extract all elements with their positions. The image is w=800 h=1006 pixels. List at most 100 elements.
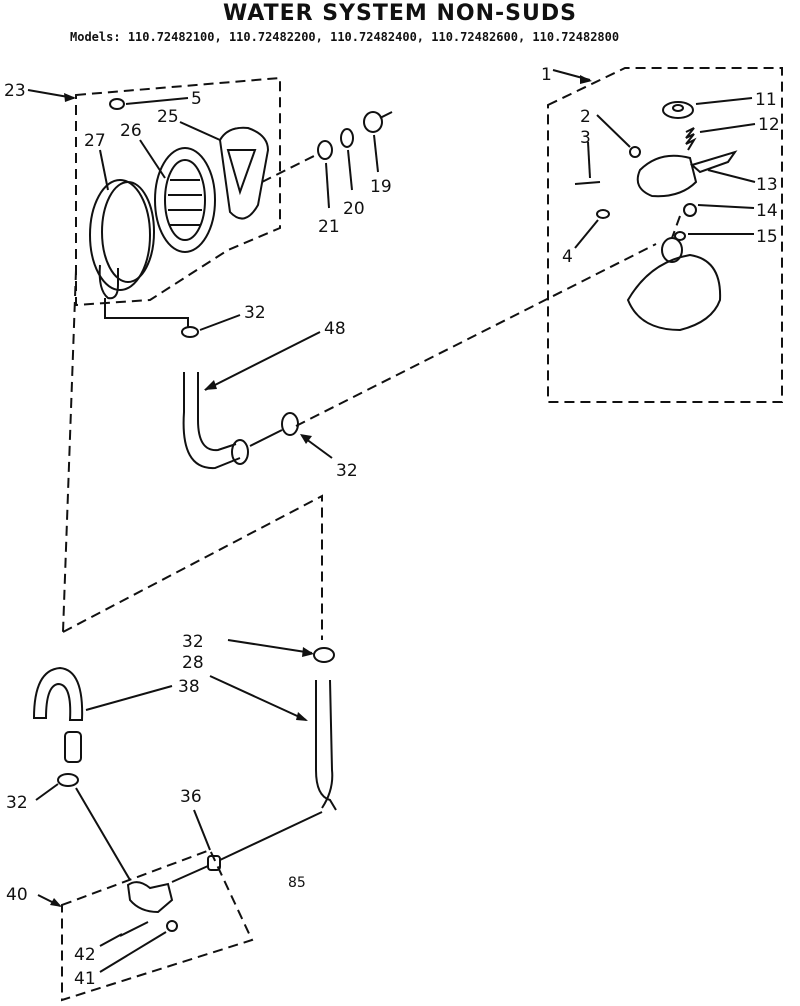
page-code: 85	[288, 875, 306, 891]
callout-14: 14	[756, 201, 778, 221]
callout-12: 12	[758, 115, 780, 135]
callout-32-upper: 32	[244, 303, 266, 323]
group-1-boundary	[547, 67, 783, 403]
part-32-clamp-upper	[181, 326, 199, 338]
callout-19: 19	[370, 177, 392, 197]
callout-4: 4	[562, 247, 573, 267]
arrow-1	[580, 75, 592, 84]
part-3-pin	[574, 181, 601, 185]
callout-48: 48	[324, 319, 346, 339]
part-27-housing-rim	[101, 181, 155, 283]
leader-5	[125, 97, 189, 105]
part-32-clamp-lower	[313, 647, 335, 663]
part-28-hose	[315, 680, 337, 811]
arrow-32b	[300, 434, 312, 444]
part-48-hose-end	[231, 439, 249, 465]
callout-38: 38	[178, 677, 200, 697]
pump-axis	[671, 215, 681, 239]
part-41-washer	[166, 920, 178, 932]
group-23-boundary	[75, 76, 281, 307]
part-26-screen	[154, 147, 216, 253]
leader-27	[99, 149, 109, 191]
connection-pump-to-hose	[295, 243, 657, 427]
leader-11	[695, 97, 753, 105]
part-11-pulley-hub	[672, 104, 684, 112]
leader-12	[699, 123, 756, 133]
leader-3	[587, 141, 591, 179]
leader-26	[139, 139, 166, 179]
part-15-seal	[674, 231, 686, 241]
callout-27: 27	[84, 131, 106, 151]
part-2-screw	[629, 146, 641, 158]
part-12-spring	[685, 127, 697, 151]
leader-4	[574, 219, 599, 249]
callout-15: 15	[756, 227, 778, 247]
part-13-lever	[689, 150, 738, 174]
leader-41	[99, 931, 167, 973]
callout-32-right: 32	[336, 461, 358, 481]
leader-32a	[199, 314, 241, 331]
pump-head	[636, 154, 698, 198]
leader-32d	[35, 783, 59, 801]
callout-13: 13	[756, 175, 778, 195]
part-27-housing	[89, 179, 151, 291]
callout-32-lower: 32	[182, 632, 204, 652]
left-to-valve-line	[75, 787, 131, 881]
diagram-title: WATER SYSTEM NON-SUDS	[223, 1, 577, 26]
arrow-32c	[302, 647, 314, 657]
callout-20: 20	[343, 199, 365, 219]
hose-to-36	[219, 811, 323, 861]
leader-14	[697, 204, 755, 209]
models-line: Models: 110.72482100, 110.72482200, 110.…	[70, 30, 619, 44]
filter-outlet-line	[104, 298, 189, 328]
callout-25: 25	[157, 107, 179, 127]
callout-32-left: 32	[6, 793, 28, 813]
callout-26: 26	[120, 121, 142, 141]
leader-48	[204, 331, 321, 391]
callout-11: 11	[755, 90, 777, 110]
arrow-28	[296, 712, 308, 721]
callout-40: 40	[6, 885, 28, 905]
part-21-washer	[317, 140, 333, 160]
leader-32c	[227, 639, 313, 654]
callout-1: 1	[541, 65, 552, 85]
part-5-screw	[109, 98, 125, 110]
leader-25	[179, 121, 221, 141]
part-42-screw	[119, 921, 149, 937]
36-to-valve	[171, 865, 209, 883]
leader-28	[209, 675, 307, 721]
part-32-clamp-left	[57, 773, 79, 787]
arrow-23	[64, 93, 76, 102]
part-27-outlet	[98, 264, 119, 300]
callout-41: 41	[74, 969, 96, 989]
part-28-hose-outer	[321, 679, 334, 809]
pump-inlet	[661, 237, 683, 263]
assembly-axis-19	[261, 153, 319, 183]
leader-42	[99, 933, 123, 947]
callout-2: 2	[580, 107, 591, 127]
part-11-pulley	[662, 101, 694, 119]
part-26-mesh	[168, 179, 202, 226]
group-40-boundary	[61, 848, 254, 1002]
callout-28: 28	[182, 653, 204, 673]
hose-to-clamp	[249, 429, 283, 447]
arrow-48	[204, 380, 217, 390]
valve-body	[126, 881, 174, 914]
part-32-clamp-right	[281, 412, 299, 436]
filter-drop-line	[62, 269, 77, 633]
part-25-detail	[226, 149, 257, 196]
leader-38	[85, 685, 173, 711]
callout-42: 42	[74, 945, 96, 965]
part-48-hose-outer	[197, 372, 237, 452]
part-19-nut	[363, 111, 383, 133]
part-4-clip	[596, 209, 610, 219]
callout-36: 36	[180, 787, 202, 807]
part-26-screen-inner	[164, 159, 206, 241]
part-48-hose	[182, 372, 241, 470]
models-list: 110.72482100, 110.72482200, 110.72482400…	[127, 30, 620, 44]
leader-20	[347, 149, 353, 191]
pump-body	[626, 253, 722, 332]
callout-5: 5	[191, 89, 202, 109]
callout-23: 23	[4, 81, 26, 101]
part-14-plug	[683, 203, 697, 217]
